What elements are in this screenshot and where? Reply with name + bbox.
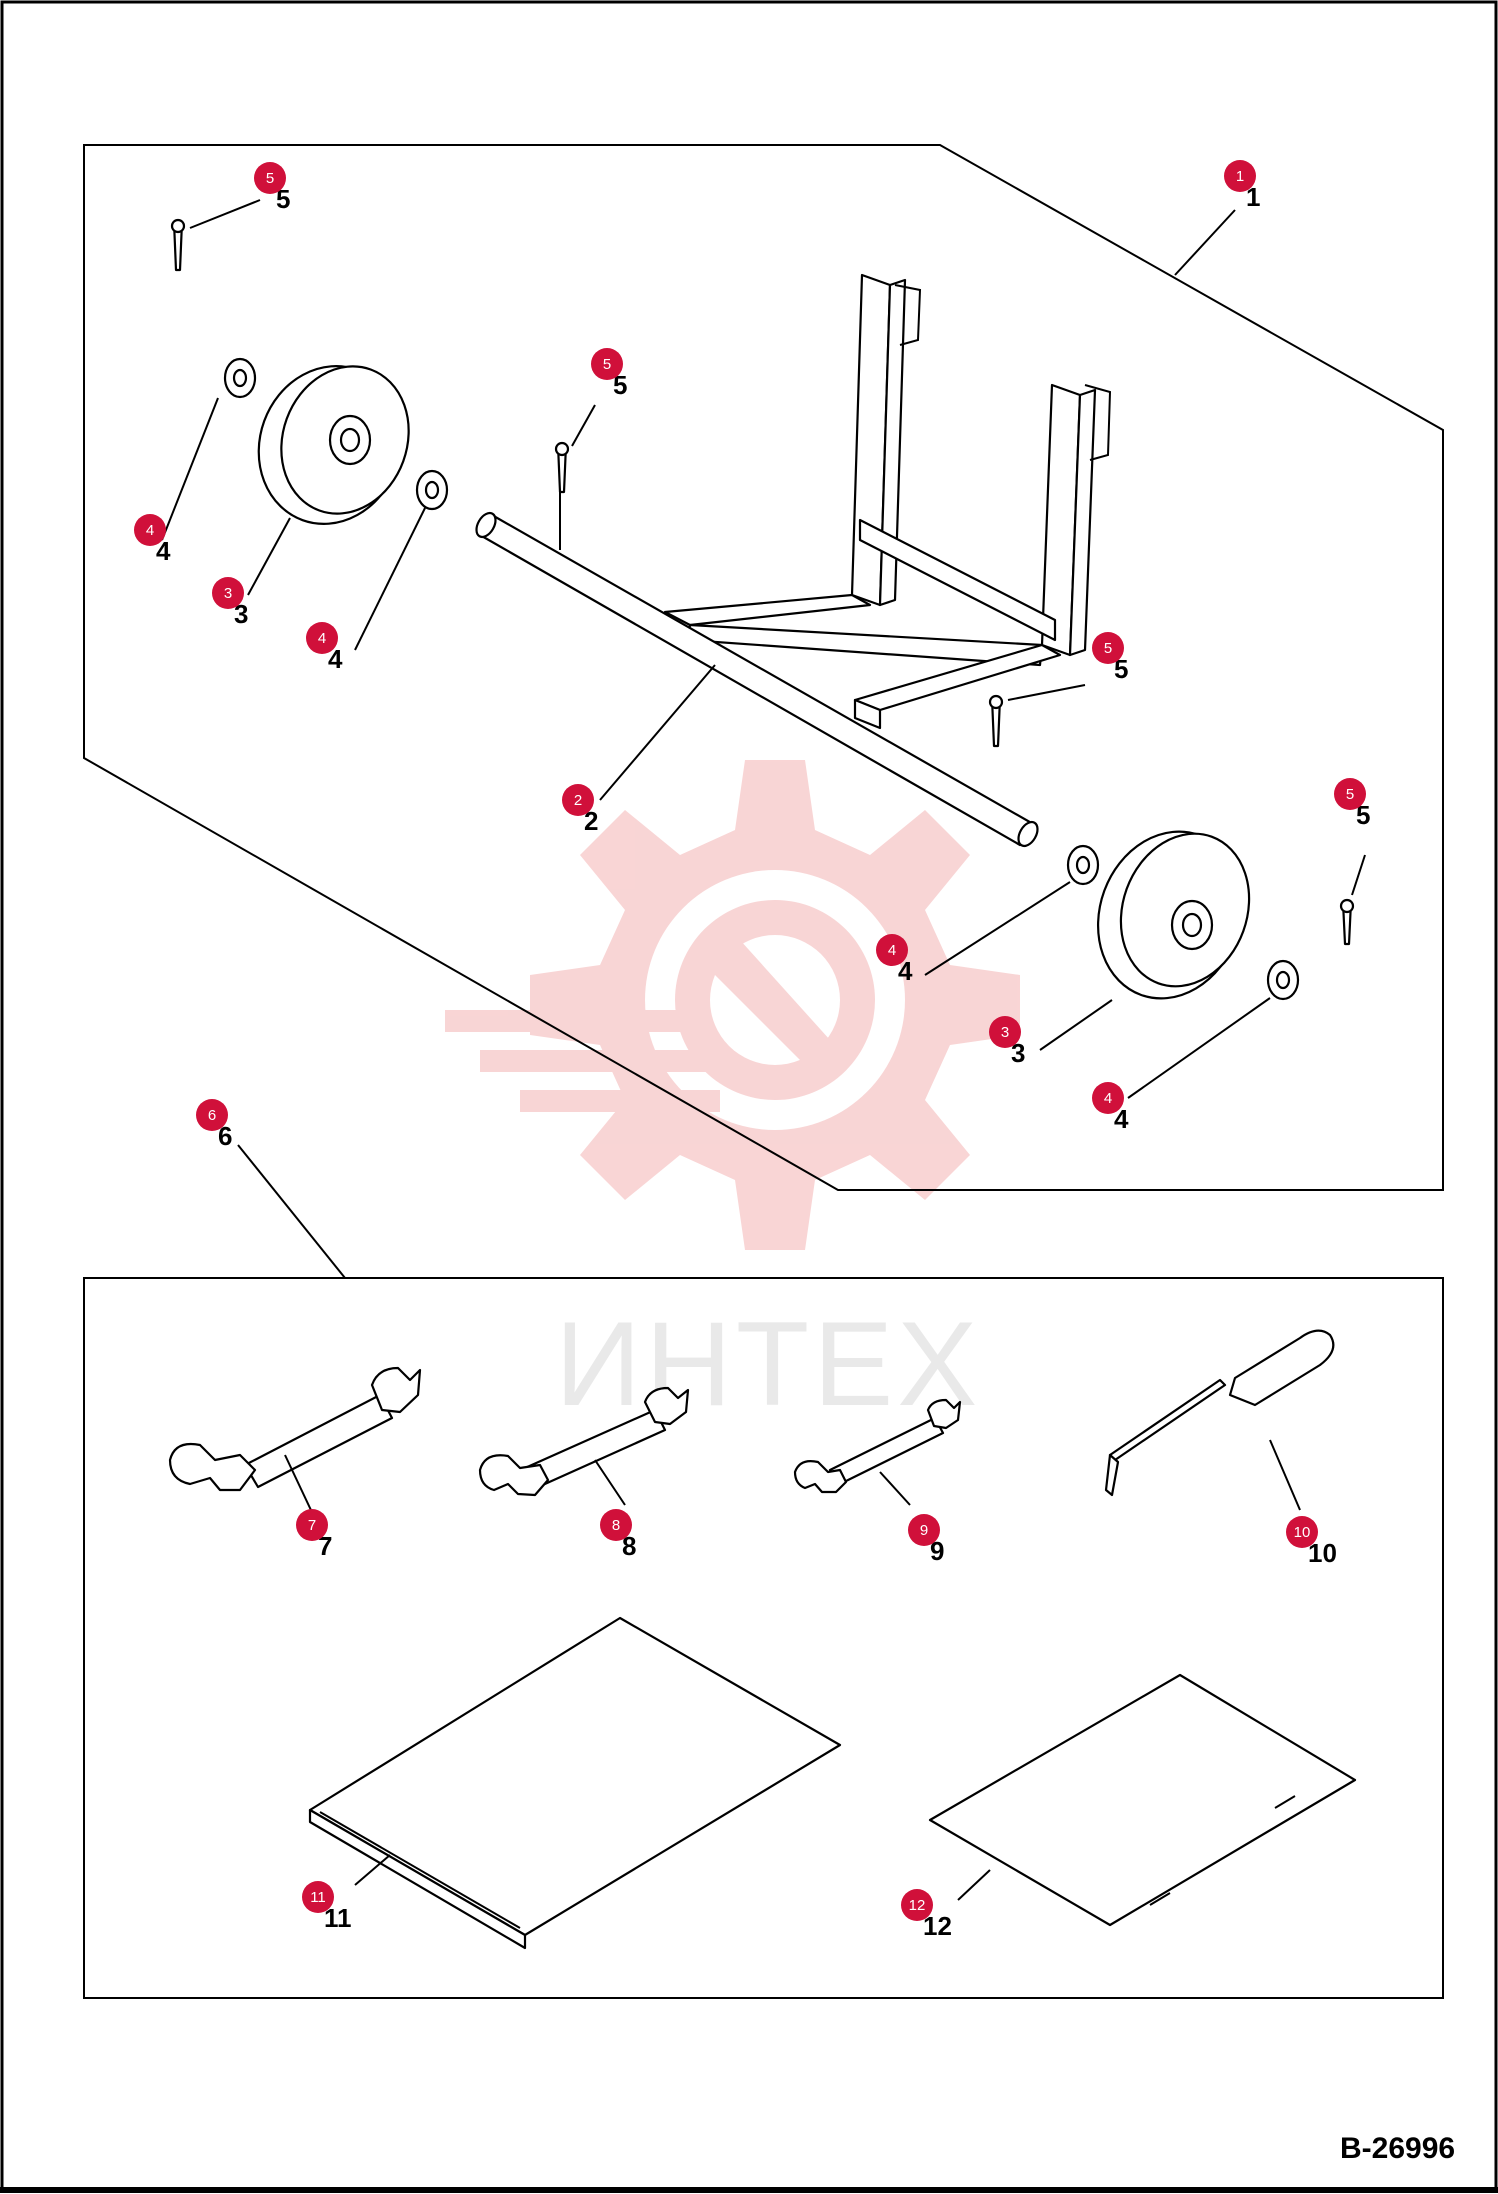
part-number-label: 4	[156, 536, 171, 566]
part-number-label: 4	[328, 644, 343, 674]
callout-2: 22	[562, 784, 598, 836]
callout-marker	[1224, 160, 1256, 192]
callout-marker	[600, 1509, 632, 1541]
leader-lines-upper	[161, 199, 1366, 1099]
part-number-label: 4	[898, 956, 913, 986]
callout-number: 9	[920, 1522, 928, 1539]
callout-4: 44	[306, 622, 343, 674]
callout-number: 3	[1001, 1024, 1009, 1041]
axle	[475, 511, 1039, 848]
callout-4: 44	[134, 514, 171, 566]
callout-marker	[196, 1099, 228, 1131]
large-wrench	[168, 1366, 422, 1492]
callout-5: 55	[254, 162, 290, 214]
callout-number: 10	[1294, 1524, 1311, 1541]
callout-3: 33	[989, 1016, 1025, 1068]
part-number-label: 2	[584, 806, 598, 836]
callout-6: 66	[196, 1099, 232, 1151]
callout-5: 55	[1092, 632, 1128, 684]
cotter-pins	[170, 218, 1355, 946]
callout-marker	[1286, 1516, 1318, 1548]
callout-number: 4	[1104, 1090, 1112, 1107]
screwdriver	[1104, 1329, 1335, 1497]
callout-marker	[1334, 778, 1366, 810]
parts-manual	[928, 1673, 1357, 1927]
part-number-label: 5	[613, 370, 627, 400]
part-number-label: 8	[622, 1531, 636, 1561]
tool-kit-outline	[83, 1277, 1444, 1999]
watermark-text: ИНТЕХ	[555, 1297, 981, 1431]
part-number-label: 3	[234, 599, 248, 629]
callout-5: 55	[1334, 778, 1370, 830]
part-number-label: 9	[930, 1536, 944, 1566]
callout-marker	[591, 348, 623, 380]
drawing-reference: B-26996	[1340, 2132, 1455, 2165]
callout-marker	[876, 934, 908, 966]
part-number-label: 5	[1356, 800, 1370, 830]
callout-number: 1	[1236, 168, 1244, 185]
part-number-label: 6	[218, 1121, 232, 1151]
cart-frame	[663, 273, 1112, 730]
callout-number: 4	[318, 630, 326, 647]
small-wrench	[793, 1398, 962, 1494]
callout-number: 12	[909, 1897, 926, 1914]
callout-8: 88	[600, 1509, 636, 1561]
callout-marker	[901, 1889, 933, 1921]
tool-kit-panel	[83, 1144, 1444, 1999]
cart-kit-outline	[83, 144, 1444, 1191]
operation-manual	[308, 1616, 842, 1950]
callout-number: 3	[224, 585, 232, 602]
callout-marker	[562, 784, 594, 816]
callout-number: 5	[1346, 786, 1354, 803]
callout-number: 4	[888, 942, 896, 959]
callout-marker	[212, 577, 244, 609]
part-number-label: 5	[1114, 654, 1128, 684]
callout-number: 4	[146, 522, 154, 539]
right-wheel	[1096, 830, 1251, 1000]
callout-number: 8	[612, 1517, 620, 1534]
part-number-label: 4	[1114, 1104, 1129, 1134]
callout-number: 5	[1104, 640, 1112, 657]
callout-9: 99	[908, 1514, 944, 1566]
callout-4: 44	[876, 934, 913, 986]
callout-number: 5	[603, 356, 611, 373]
callout-number: 7	[308, 1517, 316, 1534]
callout-number: 6	[208, 1107, 216, 1124]
callout-marker	[989, 1016, 1021, 1048]
callout-marker	[306, 622, 338, 654]
callout-marker	[1092, 1082, 1124, 1114]
callout-4: 44	[1092, 1082, 1129, 1134]
callout-marker	[1092, 632, 1124, 664]
callout-1: 11	[1224, 160, 1260, 212]
callout-number: 11	[310, 1889, 326, 1906]
callouts: 1155555555443344224433446677889910101111…	[134, 160, 1370, 1941]
callout-5: 55	[591, 348, 627, 400]
cart-kit-panel	[83, 144, 1444, 1191]
callout-marker	[908, 1514, 940, 1546]
left-wheel	[257, 365, 410, 525]
callout-number: 5	[266, 170, 274, 187]
medium-wrench	[478, 1386, 690, 1497]
callout-7: 77	[296, 1509, 332, 1561]
part-number-label: 7	[318, 1531, 332, 1561]
part-number-label: 1	[1246, 182, 1260, 212]
callout-marker	[254, 162, 286, 194]
watermark-logo	[445, 760, 1020, 1250]
callout-marker	[134, 514, 166, 546]
callout-marker	[296, 1509, 328, 1541]
callout-3: 33	[212, 577, 248, 629]
callout-number: 2	[574, 792, 582, 809]
part-number-label: 3	[1011, 1038, 1025, 1068]
washers	[223, 357, 1300, 1001]
part-number-label: 5	[276, 184, 290, 214]
callout-marker	[302, 1881, 334, 1913]
